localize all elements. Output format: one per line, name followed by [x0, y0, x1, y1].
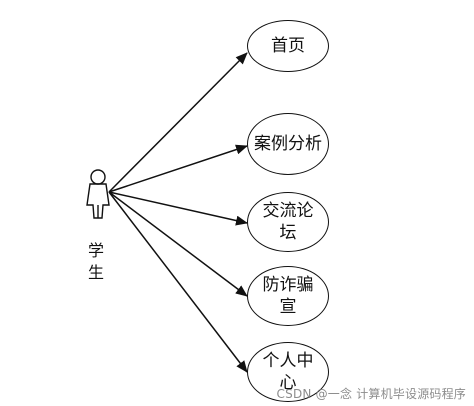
use-case-forum: 交流论坛	[247, 192, 329, 252]
use-case-label: 个人中心	[262, 351, 314, 393]
use-case-home: 首页	[247, 20, 329, 72]
use-case-label: 首页	[271, 36, 305, 56]
use-case-case-analysis: 案例分析	[247, 113, 329, 175]
student-actor-figure	[86, 169, 110, 219]
use-case-label: 防诈骗宣	[262, 275, 314, 317]
association-arrow-forum	[108, 191, 248, 226]
association-arrow-case-analysis	[108, 144, 248, 193]
use-case-fraud-prevention: 防诈骗宣	[247, 266, 329, 326]
use-case-label: 交流论坛	[262, 201, 314, 243]
association-arrow-home	[108, 52, 248, 193]
use-case-label: 案例分析	[254, 134, 322, 154]
watermark-text: CSDN @一念 计算机毕设源码程序	[276, 387, 466, 401]
actor-label: 学生	[87, 241, 104, 282]
use-case-personal-center: 个人中心	[247, 342, 329, 402]
association-arrow-personal-center	[108, 191, 248, 373]
association-arrow-fraud-prevention	[108, 191, 248, 297]
